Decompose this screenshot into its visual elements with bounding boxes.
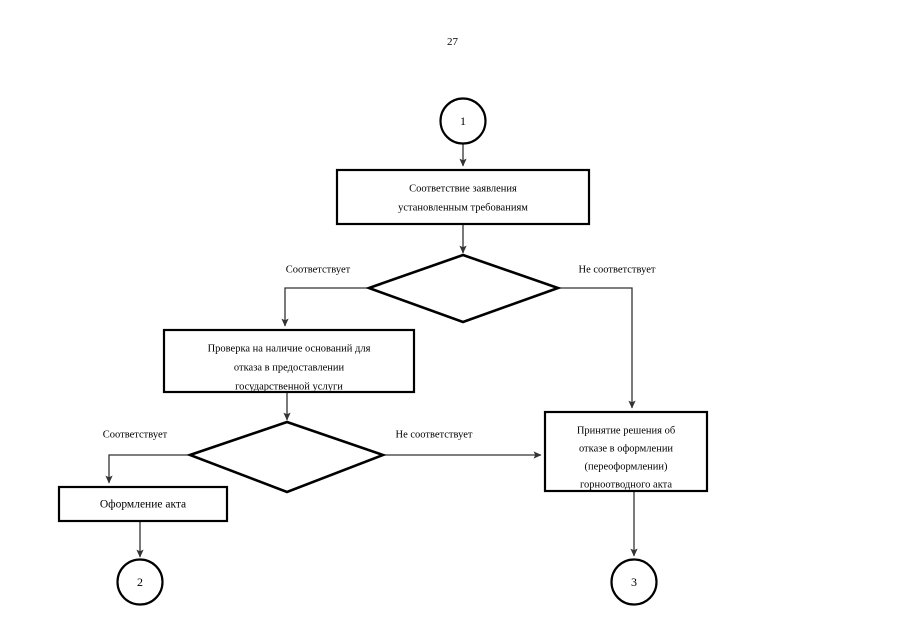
- end-connector-circle-3[interactable]: [610, 558, 658, 606]
- end-connector-3-label: 3: [631, 575, 637, 589]
- edge-decision1-yes-to-process2: [281, 287, 369, 327]
- start-connector-label: 1: [460, 114, 466, 128]
- process-box-refusal-grounds-check[interactable]: [162, 328, 416, 394]
- page-number: 27: [0, 36, 905, 48]
- process-box-compliance-check[interactable]: [335, 168, 591, 226]
- process4-line2: отказе в оформлении: [579, 443, 673, 454]
- process2-line1: Проверка на наличие оснований для: [208, 343, 371, 354]
- process1-line2: установленным требованиям: [398, 202, 528, 213]
- process3-line1: Оформление акта: [100, 499, 186, 511]
- edge-decision2-yes-to-process3: [105, 454, 190, 484]
- edge-label-decision2-yes: Соответствует: [103, 429, 168, 440]
- edge-label-decision1-no: Не соответствует: [579, 264, 656, 275]
- start-connector-circle[interactable]: [439, 97, 487, 145]
- process2-line3: государственной услуги: [235, 381, 343, 392]
- edge-decision1-no-to-process4: [558, 287, 636, 409]
- process1-line1: Соответствие заявления: [409, 183, 517, 194]
- process-box-refusal-decision[interactable]: [543, 410, 709, 493]
- page-number-value: 27: [447, 36, 458, 48]
- process4-line3: (переоформлении): [585, 461, 668, 472]
- process2-line2: отказа в предоставлении: [234, 362, 345, 373]
- process4-line1: Принятие решения об: [577, 425, 675, 436]
- edge-label-decision1-yes: Соответствует: [286, 264, 351, 275]
- edge-label-decision2-no: Не соответствует: [396, 429, 473, 440]
- end-connector-2-label: 2: [137, 575, 143, 589]
- end-connector-circle-2[interactable]: [116, 558, 164, 606]
- process4-line4: горноотводного акта: [580, 479, 672, 490]
- decision-diamond-compliance[interactable]: [365, 253, 562, 324]
- process-box-act-issuance[interactable]: [57, 485, 229, 523]
- decision-diamond-refusal-grounds[interactable]: [186, 420, 387, 494]
